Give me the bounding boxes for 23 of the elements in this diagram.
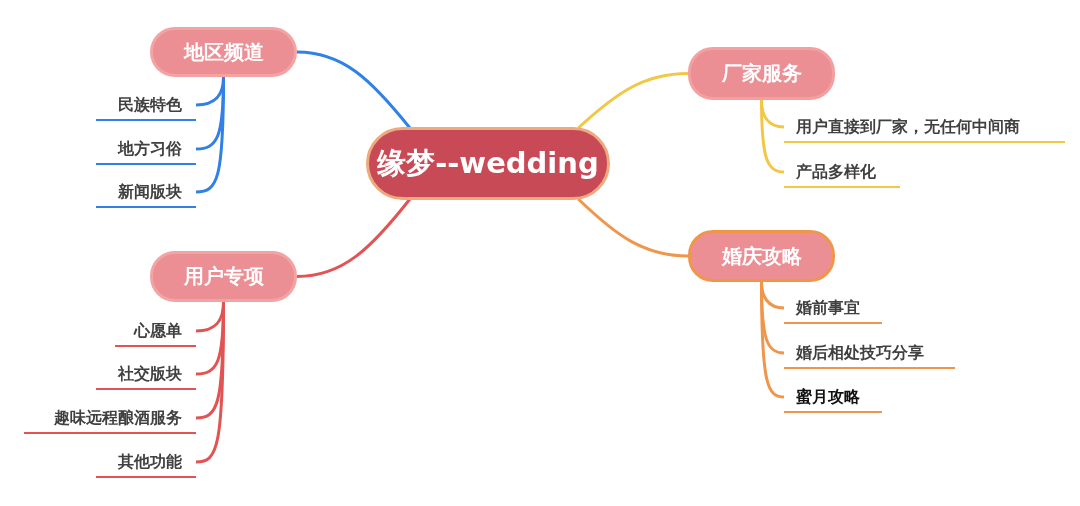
subtopic-text: 蜜月攻略 (784, 380, 882, 413)
branch-line (296, 198, 412, 278)
subtopic-text: 用户直接到厂家，无任何中间商 (784, 110, 1065, 143)
subtopic-text: 其他功能 (96, 445, 196, 478)
branch-line (760, 100, 785, 174)
subtopic-text: 社交版块 (96, 357, 196, 390)
branch-line (195, 77, 225, 194)
branch-line (577, 197, 689, 258)
subtopic-text: 婚后相处技巧分享 (784, 336, 955, 369)
topic-pill: 地区频道 (150, 27, 297, 77)
subtopic-text: 新闻版块 (96, 175, 196, 208)
subtopic-text: 趣味远程酿酒服务 (24, 401, 196, 434)
subtopic-text: 地方习俗 (96, 132, 196, 165)
branch-line (577, 72, 689, 130)
central-topic: 缘梦--wedding (366, 127, 610, 200)
topic-pill: 厂家服务 (688, 47, 835, 100)
subtopic-text: 心愿单 (115, 314, 196, 347)
topic-pill: 婚庆攻略 (688, 230, 835, 282)
subtopic-text: 民族特色 (96, 88, 196, 121)
branch-line (296, 50, 412, 129)
subtopic-text: 婚前事宜 (784, 291, 882, 324)
topic-pill: 用户专项 (150, 251, 297, 302)
subtopic-text: 产品多样化 (784, 155, 900, 188)
